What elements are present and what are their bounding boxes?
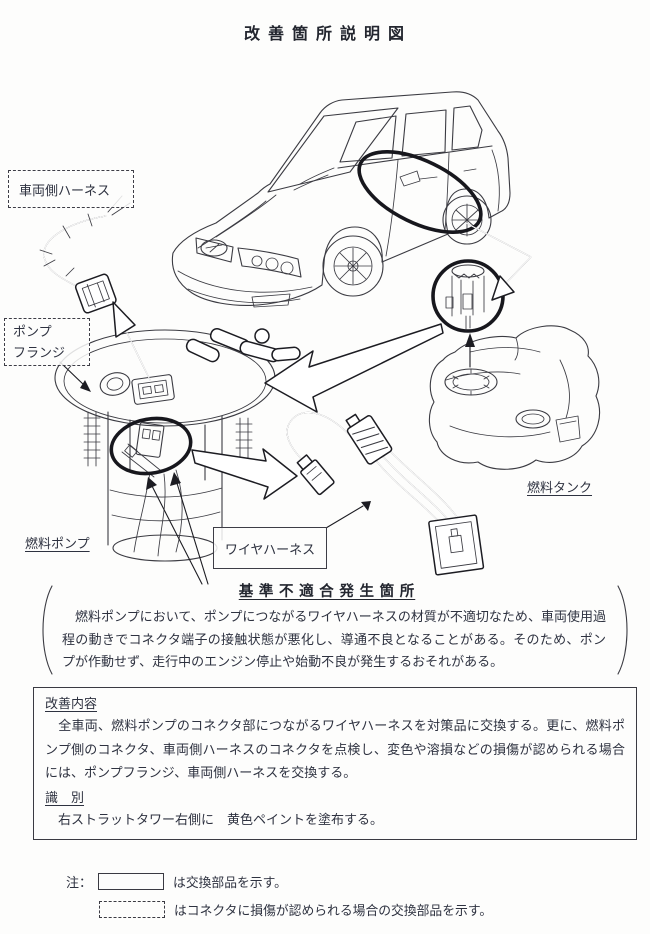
pump-flange-label: ポンプ フランジ: [13, 324, 66, 360]
leader-tank-to-circle: [465, 333, 475, 368]
bracket-right: [617, 585, 628, 675]
wire-harness-label: ワイヤハーネス: [224, 541, 316, 557]
page-title: 改 善 箇 所 説 明 図: [243, 26, 406, 43]
fuel-pump-label: 燃料ポンプ: [25, 536, 90, 551]
identification-body: 右ストラットタワー右側に 黄色ペイントを塗布する。: [45, 811, 384, 827]
note-label: 注：: [66, 875, 93, 890]
nonconformity-body: 燃料ポンプにおいて、ポンプにつながるワイヤハーネスの材質が不適切なため、車両使用…: [62, 609, 606, 669]
pump-flange-label-box: ポンプ フランジ: [4, 318, 90, 366]
car-illustration: [171, 91, 511, 308]
fuel-tank-illustration: [428, 325, 600, 470]
arrow-pump-to-vehicle-harness: [112, 301, 151, 381]
legend-row-solid: 注： は交換部品を示す。: [66, 872, 492, 891]
dashed-part-swatch: [99, 901, 165, 918]
arrow-circle-to-pump: [264, 323, 444, 413]
nonconformity-heading: 基 準 不 適 合 発 生 箇 所: [238, 584, 416, 600]
solid-part-text: は交換部品を示す。: [173, 876, 287, 890]
improvement-body: 全車両、燃料ポンプのコネクタ部につながるワイヤハーネスを対策品に交換する。更に、…: [45, 718, 625, 780]
pump-connector-callout-ellipse: [109, 416, 193, 476]
arrow-ellipse-to-wire-harness: [191, 448, 298, 500]
car-rear-callout-ellipse: [357, 150, 483, 234]
legend: 注： は交換部品を示す。 はコネクタに損傷が認められる場合の交換部品を示す。: [66, 872, 492, 928]
improvement-box: 改善内容 全車両、燃料ポンプのコネクタ部につながるワイヤハーネスを対策品に交換す…: [33, 687, 637, 840]
solid-part-swatch: [98, 873, 165, 890]
legend-row-dashed: はコネクタに損傷が認められる場合の交換部品を示す。: [66, 900, 492, 919]
wire-harness-label-box: ワイヤハーネス: [213, 527, 327, 569]
vehicle-harness-illustration: [39, 195, 131, 314]
vehicle-harness-label-box: 車両側ハーネス: [8, 170, 134, 208]
leader-pump-flange: [59, 361, 91, 392]
fuel-tank-label: 燃料タンク: [527, 480, 593, 495]
nonconformity-section: 基 準 不 適 合 発 生 箇 所 燃料ポンプにおいて、ポンプにつながるワイヤハ…: [48, 580, 606, 674]
improvement-heading: 改善内容: [45, 696, 98, 711]
arrow-car-to-circle: [465, 222, 532, 301]
leader-box-to-wire-harness: [325, 501, 371, 529]
fuel-pump-illustration: [54, 328, 301, 562]
vehicle-harness-label: 車両側ハーネス: [19, 182, 111, 198]
circled-pump-detail: [431, 259, 505, 333]
leader-heading-to-connector: [146, 472, 209, 585]
dashed-part-text: はコネクタに損傷が認められる場合の交換部品を示す。: [174, 904, 493, 918]
identification-heading: 識 別: [45, 789, 85, 805]
